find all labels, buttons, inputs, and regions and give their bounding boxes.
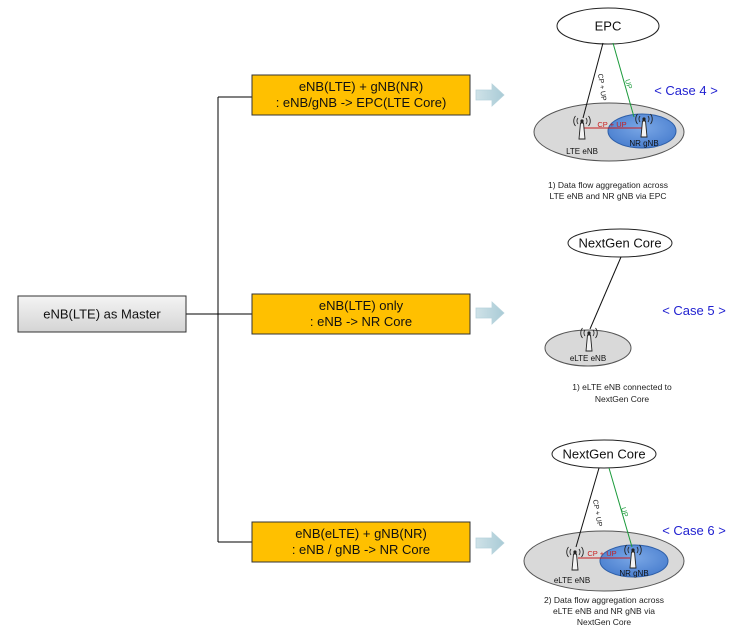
nextgen-core-node [567, 228, 673, 258]
option-box-case5: eNB(LTE) only : eNB -> NR Core [251, 293, 471, 335]
epc-core-node [556, 7, 660, 45]
case5-diagram: NextGen Core eLTE eNB < Case 5 > 1) eLTE… [544, 228, 726, 404]
root-node: eNB(LTE) as Master [17, 295, 187, 333]
option-line1: eNB(LTE) + gNB(NR) [299, 79, 423, 94]
case6-caption-line2: eLTE eNB and NR gNB via [553, 606, 655, 616]
option-box-case6: eNB(eLTE) + gNB(NR) : eNB / gNB -> NR Co… [251, 521, 471, 563]
cp-up-line [582, 42, 604, 119]
case6-caption-line1: 2) Data flow aggregation across [544, 595, 664, 605]
case4-caption-line1: 1) Data flow aggregation across [548, 180, 668, 190]
option-line2: : eNB -> NR Core [310, 314, 412, 329]
up-line [608, 467, 633, 548]
nr-gnb-label: NR gNB [629, 139, 658, 148]
cp-up-label: CP + UP [596, 73, 607, 101]
link-label: CP + UP [587, 549, 616, 558]
case6-diagram: NextGen Core CP + UP UP CP + UP eLTE eNB… [523, 439, 726, 627]
option-line2: : eNB / gNB -> NR Core [292, 542, 430, 557]
up-label: UP [619, 507, 629, 519]
option-line1: eNB(LTE) only [319, 298, 404, 313]
lte-enb-label: LTE eNB [566, 147, 598, 156]
case6-label: < Case 6 > [662, 523, 726, 538]
option-box-case4: eNB(LTE) + gNB(NR) : eNB/gNB -> EPC(LTE … [251, 74, 471, 116]
case4-caption-line2: LTE eNB and NR gNB via EPC [550, 191, 667, 201]
case5-label: < Case 5 > [662, 303, 726, 318]
arrow-icon [475, 83, 505, 107]
core-label: NextGen Core [562, 447, 645, 462]
up-label: UP [623, 79, 633, 91]
tree-connectors [186, 96, 252, 543]
arrow-icon [475, 301, 505, 325]
root-label: eNB(LTE) as Master [43, 307, 161, 322]
nr-gnb-label: NR gNB [619, 569, 648, 578]
link-label: CP + UP [597, 120, 626, 129]
option-line1: eNB(eLTE) + gNB(NR) [295, 526, 427, 541]
case5-caption-line1: 1) eLTE eNB connected to [572, 382, 672, 392]
core-link-line [589, 256, 622, 330]
case4-diagram: EPC CP + UP UP CP + UP LTE eNB NR gNB < … [533, 7, 718, 201]
cp-up-line [575, 467, 600, 548]
case4-label: < Case 4 > [654, 83, 718, 98]
elte-enb-label: eLTE eNB [570, 354, 606, 363]
core-label: EPC [595, 19, 622, 34]
cp-up-label: CP + UP [591, 499, 603, 527]
nextgen-core-node [551, 439, 657, 469]
up-line [612, 42, 635, 118]
arrow-icon [475, 531, 505, 555]
case6-caption-line3: NextGen Core [577, 617, 632, 627]
elte-enb-label: eLTE eNB [554, 576, 590, 585]
case5-caption-line2: NextGen Core [595, 394, 650, 404]
core-label: NextGen Core [578, 236, 661, 251]
option-line2: : eNB/gNB -> EPC(LTE Core) [276, 95, 447, 110]
